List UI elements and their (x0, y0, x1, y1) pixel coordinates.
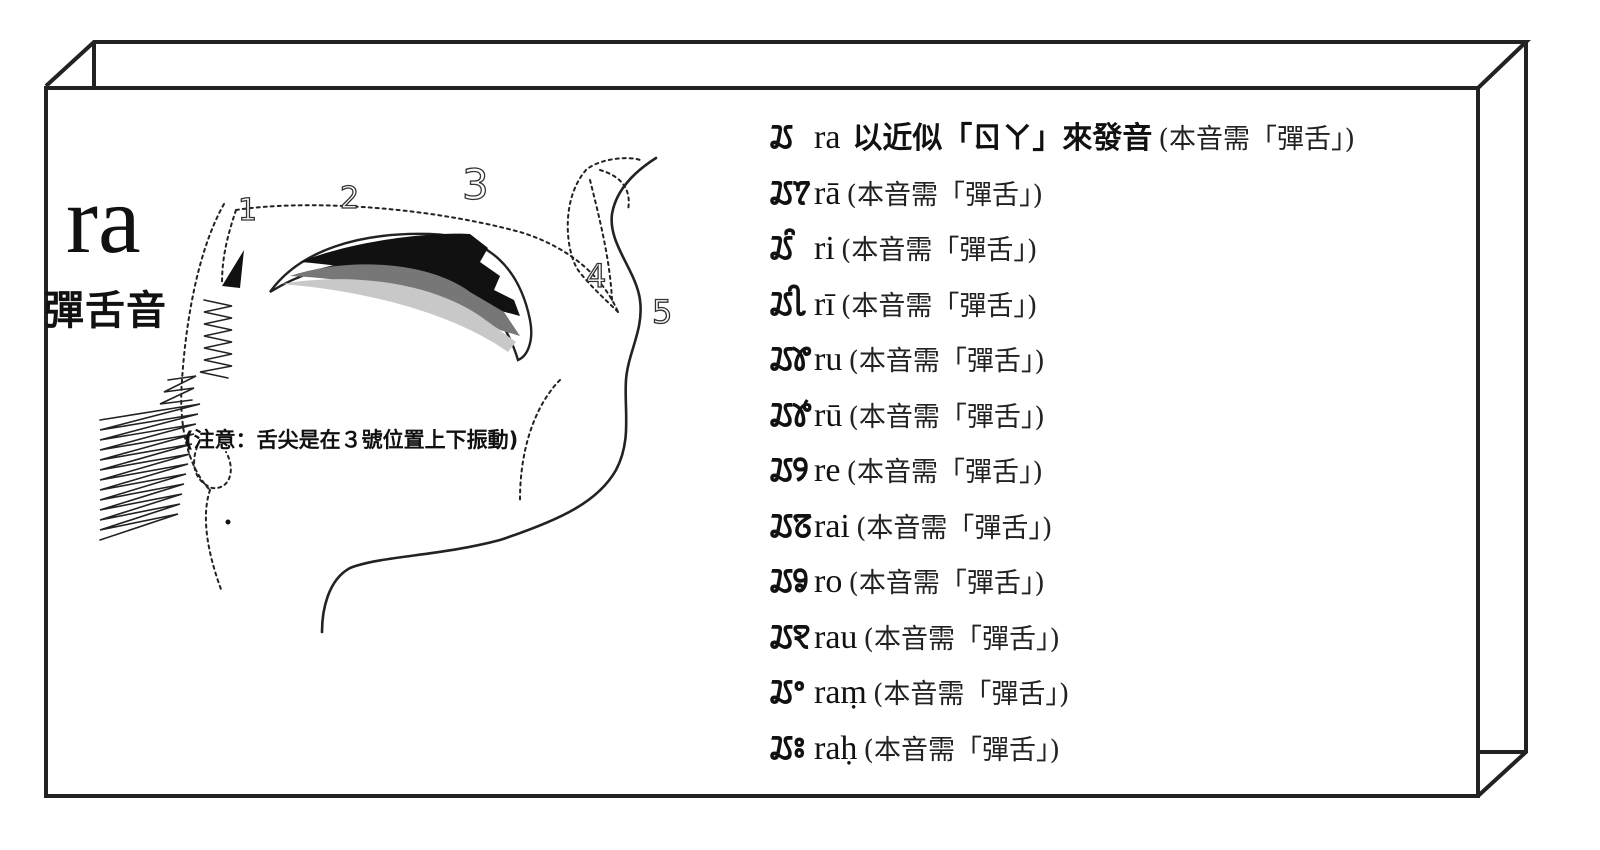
tongue-shade-mid (290, 264, 520, 336)
siddham-glyph: ꢬꢶ (770, 228, 793, 268)
trill-note: (本音需「彈舌」) (848, 401, 1045, 433)
romanization: rau (814, 618, 858, 656)
list-row: ꢬꢾ re (本音需「彈舌」) (770, 445, 1490, 501)
trill-note: (本音需「彈舌」) (846, 457, 1043, 488)
position-number-4: 4 (585, 257, 607, 295)
siddham-glyph: ꢬꢀ (770, 672, 806, 712)
list-row: ꢬꢵ rā (本音需「彈舌」) (770, 168, 1490, 224)
romanization: rū (814, 396, 843, 434)
romanization: ru (814, 341, 843, 378)
tongue-shade-light (282, 279, 516, 352)
trill-note: (本音需「彈舌」) (848, 346, 1045, 377)
box-top-face (44, 40, 1531, 90)
siddham-glyph: ꢬꢁ (770, 727, 806, 768)
box-front-face (44, 86, 1480, 798)
siddham-glyph: ꢬꣁ (770, 616, 811, 657)
romanization: ro (814, 563, 843, 600)
trill-note: (本音需「彈舌」) (840, 290, 1038, 322)
list-row-header: ꢬ ra 以近似「ㄖㄚ」來發音 (本音需「彈舌」) (770, 112, 1490, 168)
romanization: rī (814, 285, 835, 323)
romanization: re (814, 452, 841, 489)
siddham-glyph: ꢬꢸ (770, 339, 812, 379)
list-row: ꢬꢶ ri (本音需「彈舌」) (770, 223, 1490, 279)
trill-note: (本音需「彈舌」) (863, 734, 1060, 766)
pronunciation-hint: 以近似「ㄖㄚ」來發音 (852, 121, 1153, 156)
list-row: ꢬꢸ ru (本音需「彈舌」) (770, 334, 1490, 390)
trill-note: (本音需「彈舌」) (848, 568, 1045, 599)
trill-note: (本音需「彈舌」) (840, 235, 1038, 266)
position-number-5: 5 (651, 293, 673, 331)
list-row: ꢬꣁ rau (本音需「彈舌」) (770, 612, 1490, 668)
sound-type-label: 彈舌音 (44, 288, 167, 334)
list-row: ꢬꢀ raṃ (本音需「彈舌」) (770, 667, 1490, 723)
romanization: raḥ (814, 729, 858, 767)
trill-note: (本音需「彈舌」) (1158, 124, 1355, 155)
siddham-glyph: ꢬꢹ (770, 394, 812, 435)
position-number-1: 1 (237, 193, 258, 228)
vibration-zigzag (99, 299, 233, 541)
face-profile (320, 156, 658, 634)
list-row: ꢬꢿ rai (本音需「彈舌」) (770, 501, 1490, 557)
romanization: raṃ (814, 674, 867, 711)
list-row: ꢬꣀ ro (本音需「彈舌」) (770, 556, 1490, 612)
siddham-glyph: ꢬꢷ (770, 283, 807, 324)
trill-note: (本音需「彈舌」) (863, 623, 1060, 655)
teeth-triangle (222, 250, 244, 288)
trill-note: (本音需「彈舌」) (846, 179, 1043, 211)
siddham-glyph: ꢬꢵ (770, 172, 811, 213)
vibration-note: (注意：舌尖是在３號位置上下振動) (184, 428, 519, 452)
trill-note: (本音需「彈舌」) (855, 512, 1053, 544)
list-row: ꢬꢷ rī (本音需「彈舌」) (770, 279, 1490, 335)
list-row: ꢬꢁ raḥ (本音需「彈舌」) (770, 723, 1490, 779)
siddham-glyph: ꢬꢾ (770, 450, 809, 490)
syllable-list: ꢬ ra 以近似「ㄖㄚ」來發音 (本音需「彈舌」) ꢬꢵ rā (本音需「彈舌」… (770, 112, 1490, 778)
palate-outline (180, 157, 641, 593)
trill-note: (本音需「彈舌」) (872, 679, 1070, 710)
position-number-3: 3 (461, 160, 489, 209)
syllable-title: ra (66, 166, 141, 273)
position-number-2: 2 (339, 181, 360, 216)
list-row: ꢬꢹ rū (本音需「彈舌」) (770, 390, 1490, 446)
romanization: rā (814, 174, 841, 212)
siddham-glyph: ꢬ (770, 117, 793, 157)
mouth-diagram (99, 156, 658, 634)
romanization: ri (814, 230, 835, 267)
siddham-glyph: ꢬꢿ (770, 505, 813, 546)
romanization: ra (814, 119, 841, 156)
romanization: rai (814, 507, 850, 545)
siddham-glyph: ꢬꣀ (770, 561, 809, 601)
